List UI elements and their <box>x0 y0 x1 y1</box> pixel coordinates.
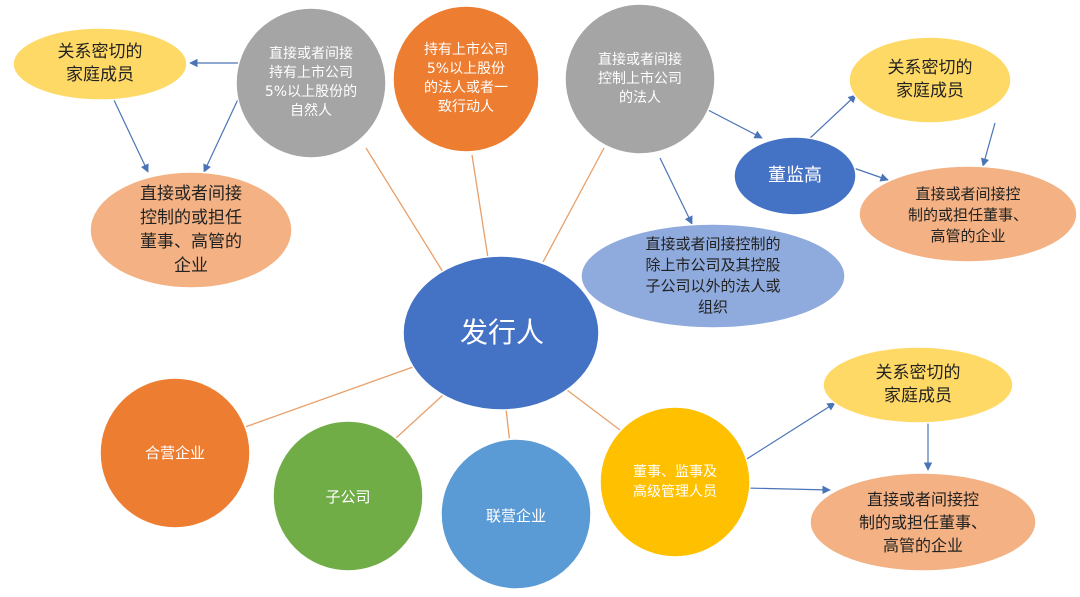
legal-person-5pct-label: 持有上市公司 5%以上股份 的法人或者一 致行动人 <box>401 31 531 127</box>
subsidiary-circle <box>272 420 424 572</box>
subsidiary-label: 子公司 <box>293 484 403 510</box>
dongjiangao-text: 董监高 <box>768 165 822 186</box>
enterprise-right-bottom-ellipse <box>809 472 1037 572</box>
directors-text: 董事、监事及 高级管理人员 <box>633 464 717 500</box>
other-legal-entity-label: 直接或者间接控制的 除上市公司及其控股 子公司以外的法人或 组织 <box>598 232 828 320</box>
arrow-directors-to-enterprise-right-bottom <box>744 485 831 495</box>
arrow-family-right-top-to-enterprise-right-top <box>980 122 996 167</box>
issuer-ellipse <box>402 255 600 411</box>
associate-circle <box>440 438 592 590</box>
family-right-top-text: 关系密切的 家庭成员 <box>887 58 973 101</box>
arrow-controller-to-dongjiangao <box>707 109 763 139</box>
issuer-text: 发行人 <box>459 316 544 349</box>
other-legal-entity-ellipse <box>580 223 846 329</box>
family-left-text: 关系密切的 家庭成员 <box>57 42 143 85</box>
directors-circle <box>599 406 751 558</box>
controlling-legal-person-circle <box>564 3 716 155</box>
legal-person-5pct-text: 持有上市公司 5%以上股份 的法人或者一 致行动人 <box>424 42 508 115</box>
enterprise-right-top-ellipse <box>858 165 1078 263</box>
line-to-associate <box>505 408 511 445</box>
arrow-family-left-to-enterprise-left <box>112 97 149 173</box>
joint-venture-text: 合营企业 <box>144 444 205 462</box>
family-left-ellipse <box>12 27 188 101</box>
family-right-top-label: 关系密切的 家庭成员 <box>855 56 1005 104</box>
family-right-bottom-text: 关系密切的 家庭成员 <box>875 363 961 406</box>
arrows <box>112 58 996 495</box>
enterprise-left-text: 直接或者间接 控制的或担任 董事、高管的 企业 <box>140 184 242 276</box>
enterprise-right-bottom-label: 直接或者间接控 制的或担任董事、 高管的企业 <box>818 486 1028 558</box>
enterprise-right-bottom-text: 直接或者间接控 制的或担任董事、 高管的企业 <box>858 489 987 555</box>
enterprise-right-top-label: 直接或者间接控 制的或担任董事、 高管的企业 <box>868 182 1068 248</box>
arrow-natural-to-enterprise-left <box>203 94 241 173</box>
enterprise-left-ellipse <box>89 171 293 289</box>
directors-label: 董事、监事及 高级管理人员 <box>605 458 745 506</box>
controlling-legal-person-label: 直接或者间接 控制上市公司 的法人 <box>575 44 705 114</box>
line-to-legal-person-5pct <box>471 154 489 259</box>
dongjiangao-label: 董监高 <box>740 162 850 190</box>
other-legal-entity-text: 直接或者间接控制的 除上市公司及其控股 子公司以外的法人或 组织 <box>645 235 781 316</box>
line-to-controlling-legal-person <box>542 147 605 263</box>
enterprise-left-label: 直接或者间接 控制的或担任 董事、高管的 企业 <box>106 180 276 280</box>
enterprise-right-top-text: 直接或者间接控 制的或担任董事、 高管的企业 <box>907 184 1028 245</box>
subsidiary-text: 子公司 <box>325 488 371 506</box>
dongjiangao-ellipse <box>733 136 857 216</box>
arrow-directors-to-family-right-bottom <box>741 402 836 463</box>
legal-person-5pct-circle <box>392 5 540 153</box>
connector-lines <box>244 147 621 445</box>
arrow-controller-to-other-entity <box>659 157 693 225</box>
natural-person-circle <box>235 7 387 159</box>
issuer-label: 发行人 <box>420 314 584 352</box>
line-to-subsidiary <box>395 394 444 439</box>
natural-person-text: 直接或者间接 持有上市公司 5%以上股份的 自然人 <box>264 46 358 119</box>
controlling-legal-person-text: 直接或者间接 控制上市公司 的法人 <box>598 51 682 106</box>
associate-label: 联营企业 <box>461 503 571 529</box>
associate-text: 联营企业 <box>485 507 546 525</box>
line-to-natural-person <box>365 147 444 273</box>
line-to-joint-venture <box>244 366 414 428</box>
line-to-directors <box>566 389 621 431</box>
natural-person-label: 直接或者间接 持有上市公司 5%以上股份的 自然人 <box>246 33 376 133</box>
family-left-label: 关系密切的 家庭成员 <box>20 40 180 88</box>
family-right-top-ellipse <box>848 36 1012 124</box>
joint-venture-circle <box>99 377 251 529</box>
family-right-bottom-ellipse <box>822 346 1014 424</box>
family-right-bottom-label: 关系密切的 家庭成员 <box>843 361 993 409</box>
node-shapes <box>12 3 1078 590</box>
arrow-dongjiangao-to-family-right-top <box>807 94 857 141</box>
joint-venture-label: 合营企业 <box>120 440 230 466</box>
